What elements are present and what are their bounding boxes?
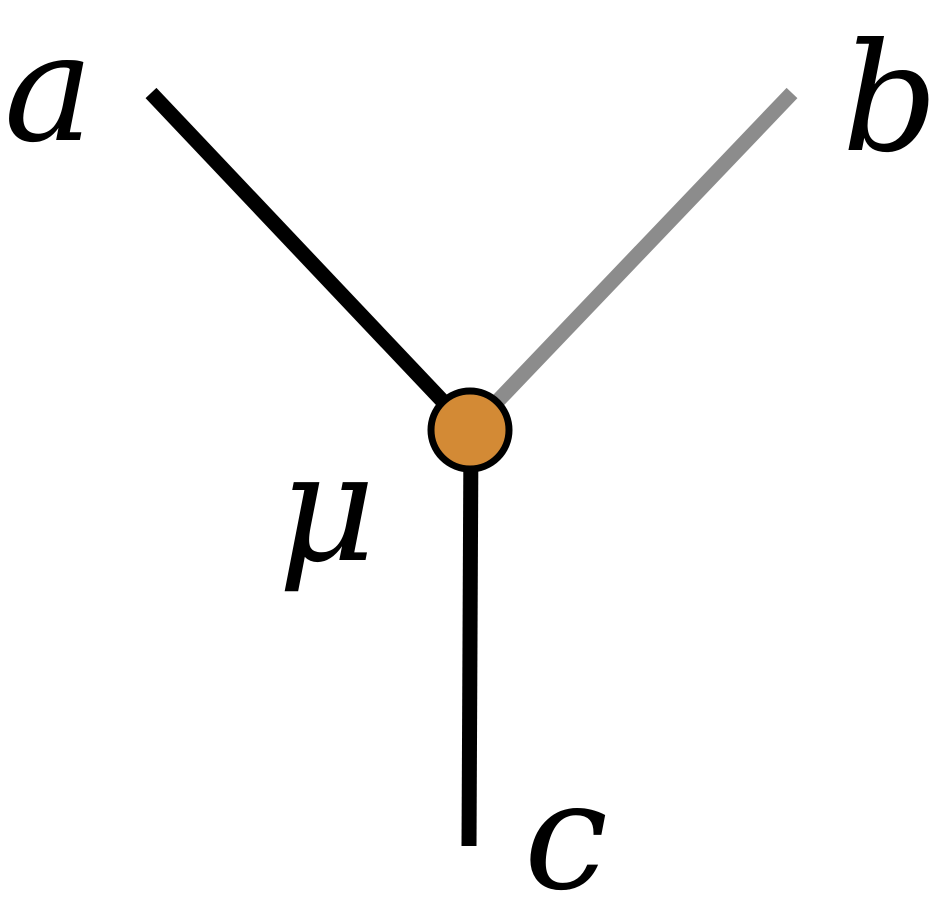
label-a: a bbox=[4, 2, 93, 176]
label-b: b bbox=[842, 12, 933, 186]
label-mu: μ bbox=[278, 422, 376, 596]
vertex-mu bbox=[427, 387, 513, 473]
edge-a bbox=[145, 87, 476, 436]
edge-c bbox=[461, 429, 479, 847]
label-c: c bbox=[524, 750, 608, 899]
edge-b bbox=[464, 87, 798, 436]
